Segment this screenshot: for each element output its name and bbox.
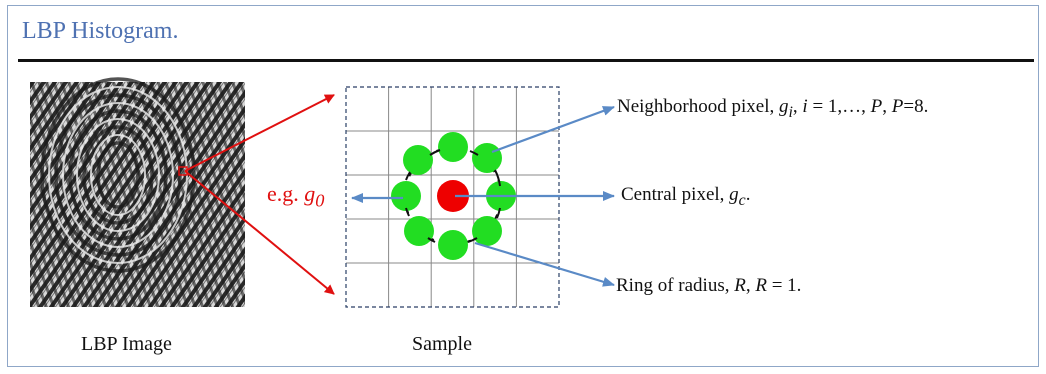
caption-sample: Sample — [412, 333, 472, 355]
zoom-arrow-upper — [184, 94, 335, 172]
zoom-arrows — [184, 94, 335, 295]
label-central-pixel: Central pixel, gc. — [621, 184, 751, 209]
label-ring-radius: Ring of radius, R, R = 1. — [616, 275, 802, 296]
figure-title: LBP Histogram. — [22, 18, 179, 44]
neighbor-pixel — [438, 132, 468, 162]
neighbor-pixel — [391, 181, 421, 211]
neighbor-pixel — [404, 216, 434, 246]
annotation-arrows — [351, 105, 615, 287]
neighbor-pixel — [403, 145, 433, 175]
neighbor-pixel — [472, 143, 502, 173]
zoom-arrow-lower — [184, 170, 335, 295]
title-rule — [18, 59, 1034, 62]
label-example-g0: e.g. g0 — [267, 181, 325, 211]
neighbor-pixel — [472, 216, 502, 246]
figure-frame — [7, 5, 1039, 367]
label-neighborhood-pixel: Neighborhood pixel, gi, i = 1,…, P, P=8. — [617, 96, 929, 121]
caption-lbp-image: LBP Image — [81, 333, 172, 355]
arrow-neighborhood — [491, 105, 615, 154]
neighbor-pixel — [438, 230, 468, 260]
neighbor-pixels — [391, 132, 516, 260]
central-pixel — [437, 180, 469, 212]
lbp-fingerprint-image — [30, 77, 245, 307]
arrow-ring — [474, 241, 615, 287]
